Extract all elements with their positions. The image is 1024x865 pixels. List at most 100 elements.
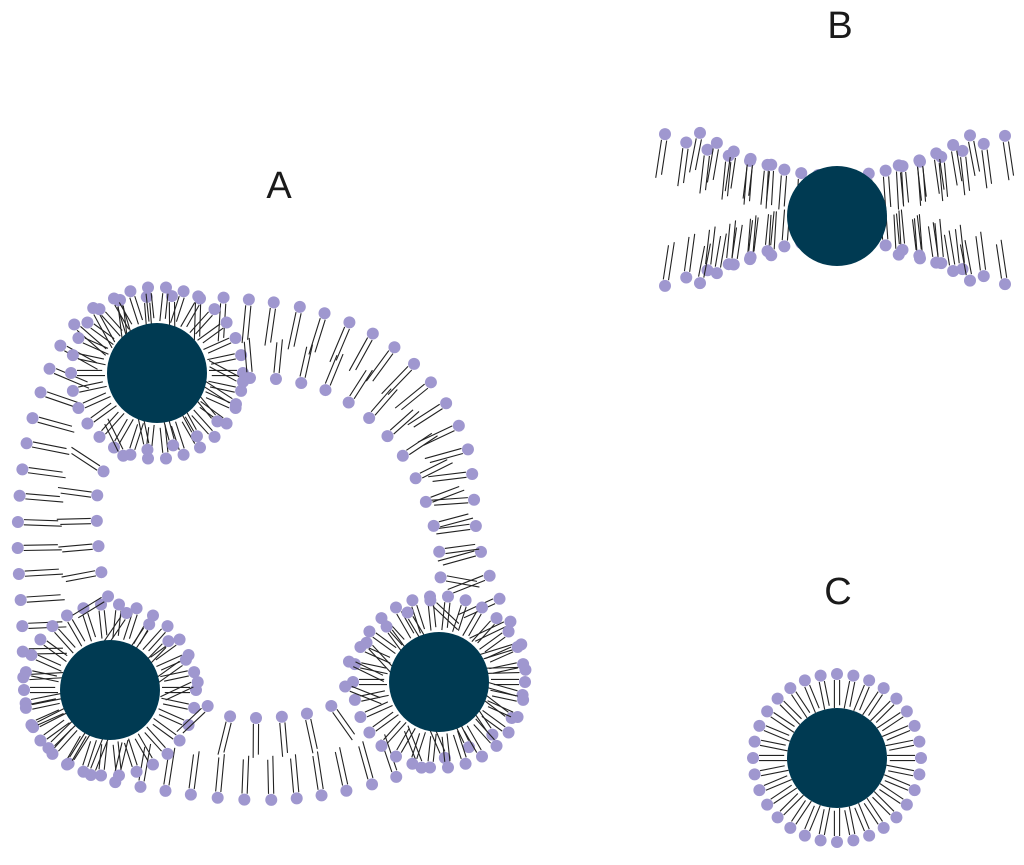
lipid-tail	[243, 337, 253, 373]
lipid-tail	[432, 602, 460, 631]
lipid-tail	[61, 570, 97, 583]
panel-c-monolayer	[747, 668, 927, 848]
lipid-head	[108, 292, 120, 305]
lipid-tail	[129, 295, 144, 325]
lipid-head	[977, 270, 990, 283]
lipid-head	[493, 592, 506, 605]
lipid-head	[771, 692, 784, 705]
lipid-tail	[56, 517, 91, 525]
lipid-tail	[995, 239, 1008, 279]
lipid-head	[913, 735, 926, 748]
lipid	[104, 418, 130, 462]
lipid	[180, 292, 206, 328]
lipid	[911, 215, 926, 262]
lipid	[19, 666, 59, 683]
lipid-head	[188, 666, 201, 679]
lipid	[761, 705, 795, 733]
lipid-tail	[287, 312, 302, 350]
panel-a-nanoparticles	[60, 323, 489, 740]
lipid-head	[66, 384, 79, 397]
lipid-tail	[332, 709, 356, 741]
lipid-tail	[862, 691, 883, 716]
lipid	[101, 606, 133, 646]
lipid-head	[900, 705, 913, 718]
lipid-tail	[677, 148, 689, 187]
lipid-head	[798, 674, 811, 687]
lipid-head	[34, 633, 47, 646]
lipid	[250, 711, 263, 758]
lipid	[699, 143, 714, 194]
lipid-tail	[299, 344, 314, 378]
lipid-tail	[72, 596, 105, 619]
lipid	[108, 292, 133, 330]
lipid-tail	[394, 383, 429, 411]
lipid-tail	[203, 379, 233, 404]
lipid	[724, 145, 740, 192]
lipid-tail	[763, 775, 793, 791]
lipid	[390, 601, 415, 639]
lipid-tail	[134, 733, 153, 761]
lipid	[694, 243, 711, 290]
lipid	[158, 708, 195, 731]
lipid-tail	[818, 680, 830, 710]
lipid-head	[342, 655, 355, 668]
lipid	[913, 154, 927, 201]
lipid	[61, 566, 108, 583]
lipid-head	[771, 811, 784, 824]
lipid-head	[366, 778, 379, 791]
lipid-head	[134, 780, 147, 793]
lipid-head	[483, 569, 496, 582]
lipid-tail	[473, 718, 495, 744]
lipid	[870, 692, 903, 723]
lipid	[20, 437, 70, 455]
lipid	[689, 126, 706, 173]
lipid-tail	[406, 432, 438, 456]
lipid-head	[34, 734, 47, 747]
lipid-tail	[78, 353, 106, 366]
lipid	[831, 808, 843, 848]
lipid-head	[165, 290, 178, 303]
lipid-head	[14, 594, 27, 606]
lipid	[975, 231, 990, 283]
lipid-tail	[844, 806, 856, 836]
lipid	[427, 513, 474, 532]
lipid	[241, 293, 255, 344]
lipid	[189, 303, 221, 335]
lipid	[895, 209, 909, 256]
lipid-head	[112, 598, 125, 611]
lipid-tail	[82, 392, 111, 409]
lipid-tail	[975, 231, 987, 271]
lipid-head	[476, 750, 488, 763]
lipid-head	[831, 836, 843, 848]
lipid-tail	[364, 701, 393, 718]
lipid	[238, 755, 251, 806]
lipid-tail	[176, 707, 206, 734]
lipid-tail	[98, 610, 108, 639]
lipid-head	[406, 594, 419, 607]
lipid-tail	[853, 684, 870, 712]
lipid-head	[680, 271, 693, 284]
lipid-tail	[879, 783, 904, 804]
lipid-head	[486, 728, 499, 741]
lipid-head	[81, 316, 94, 329]
lipid-tail	[437, 550, 477, 566]
lipid	[211, 754, 225, 804]
lipid-tail	[881, 725, 911, 741]
lipid-head	[396, 449, 409, 462]
lipid	[123, 738, 143, 778]
lipid-tail	[170, 295, 185, 323]
lipid-head	[68, 318, 81, 331]
lipid-head	[191, 676, 204, 689]
lipid-head	[900, 798, 913, 811]
panel-b-bilayer	[655, 126, 1015, 292]
lipid	[433, 543, 480, 558]
lipid-head	[517, 658, 530, 671]
lipid-tail	[188, 751, 200, 790]
lipid	[65, 367, 105, 379]
lipid	[197, 316, 233, 344]
lipid-head	[441, 761, 454, 774]
lipid-tail	[67, 619, 86, 647]
nanoparticle	[389, 632, 489, 732]
lipid	[854, 802, 876, 842]
